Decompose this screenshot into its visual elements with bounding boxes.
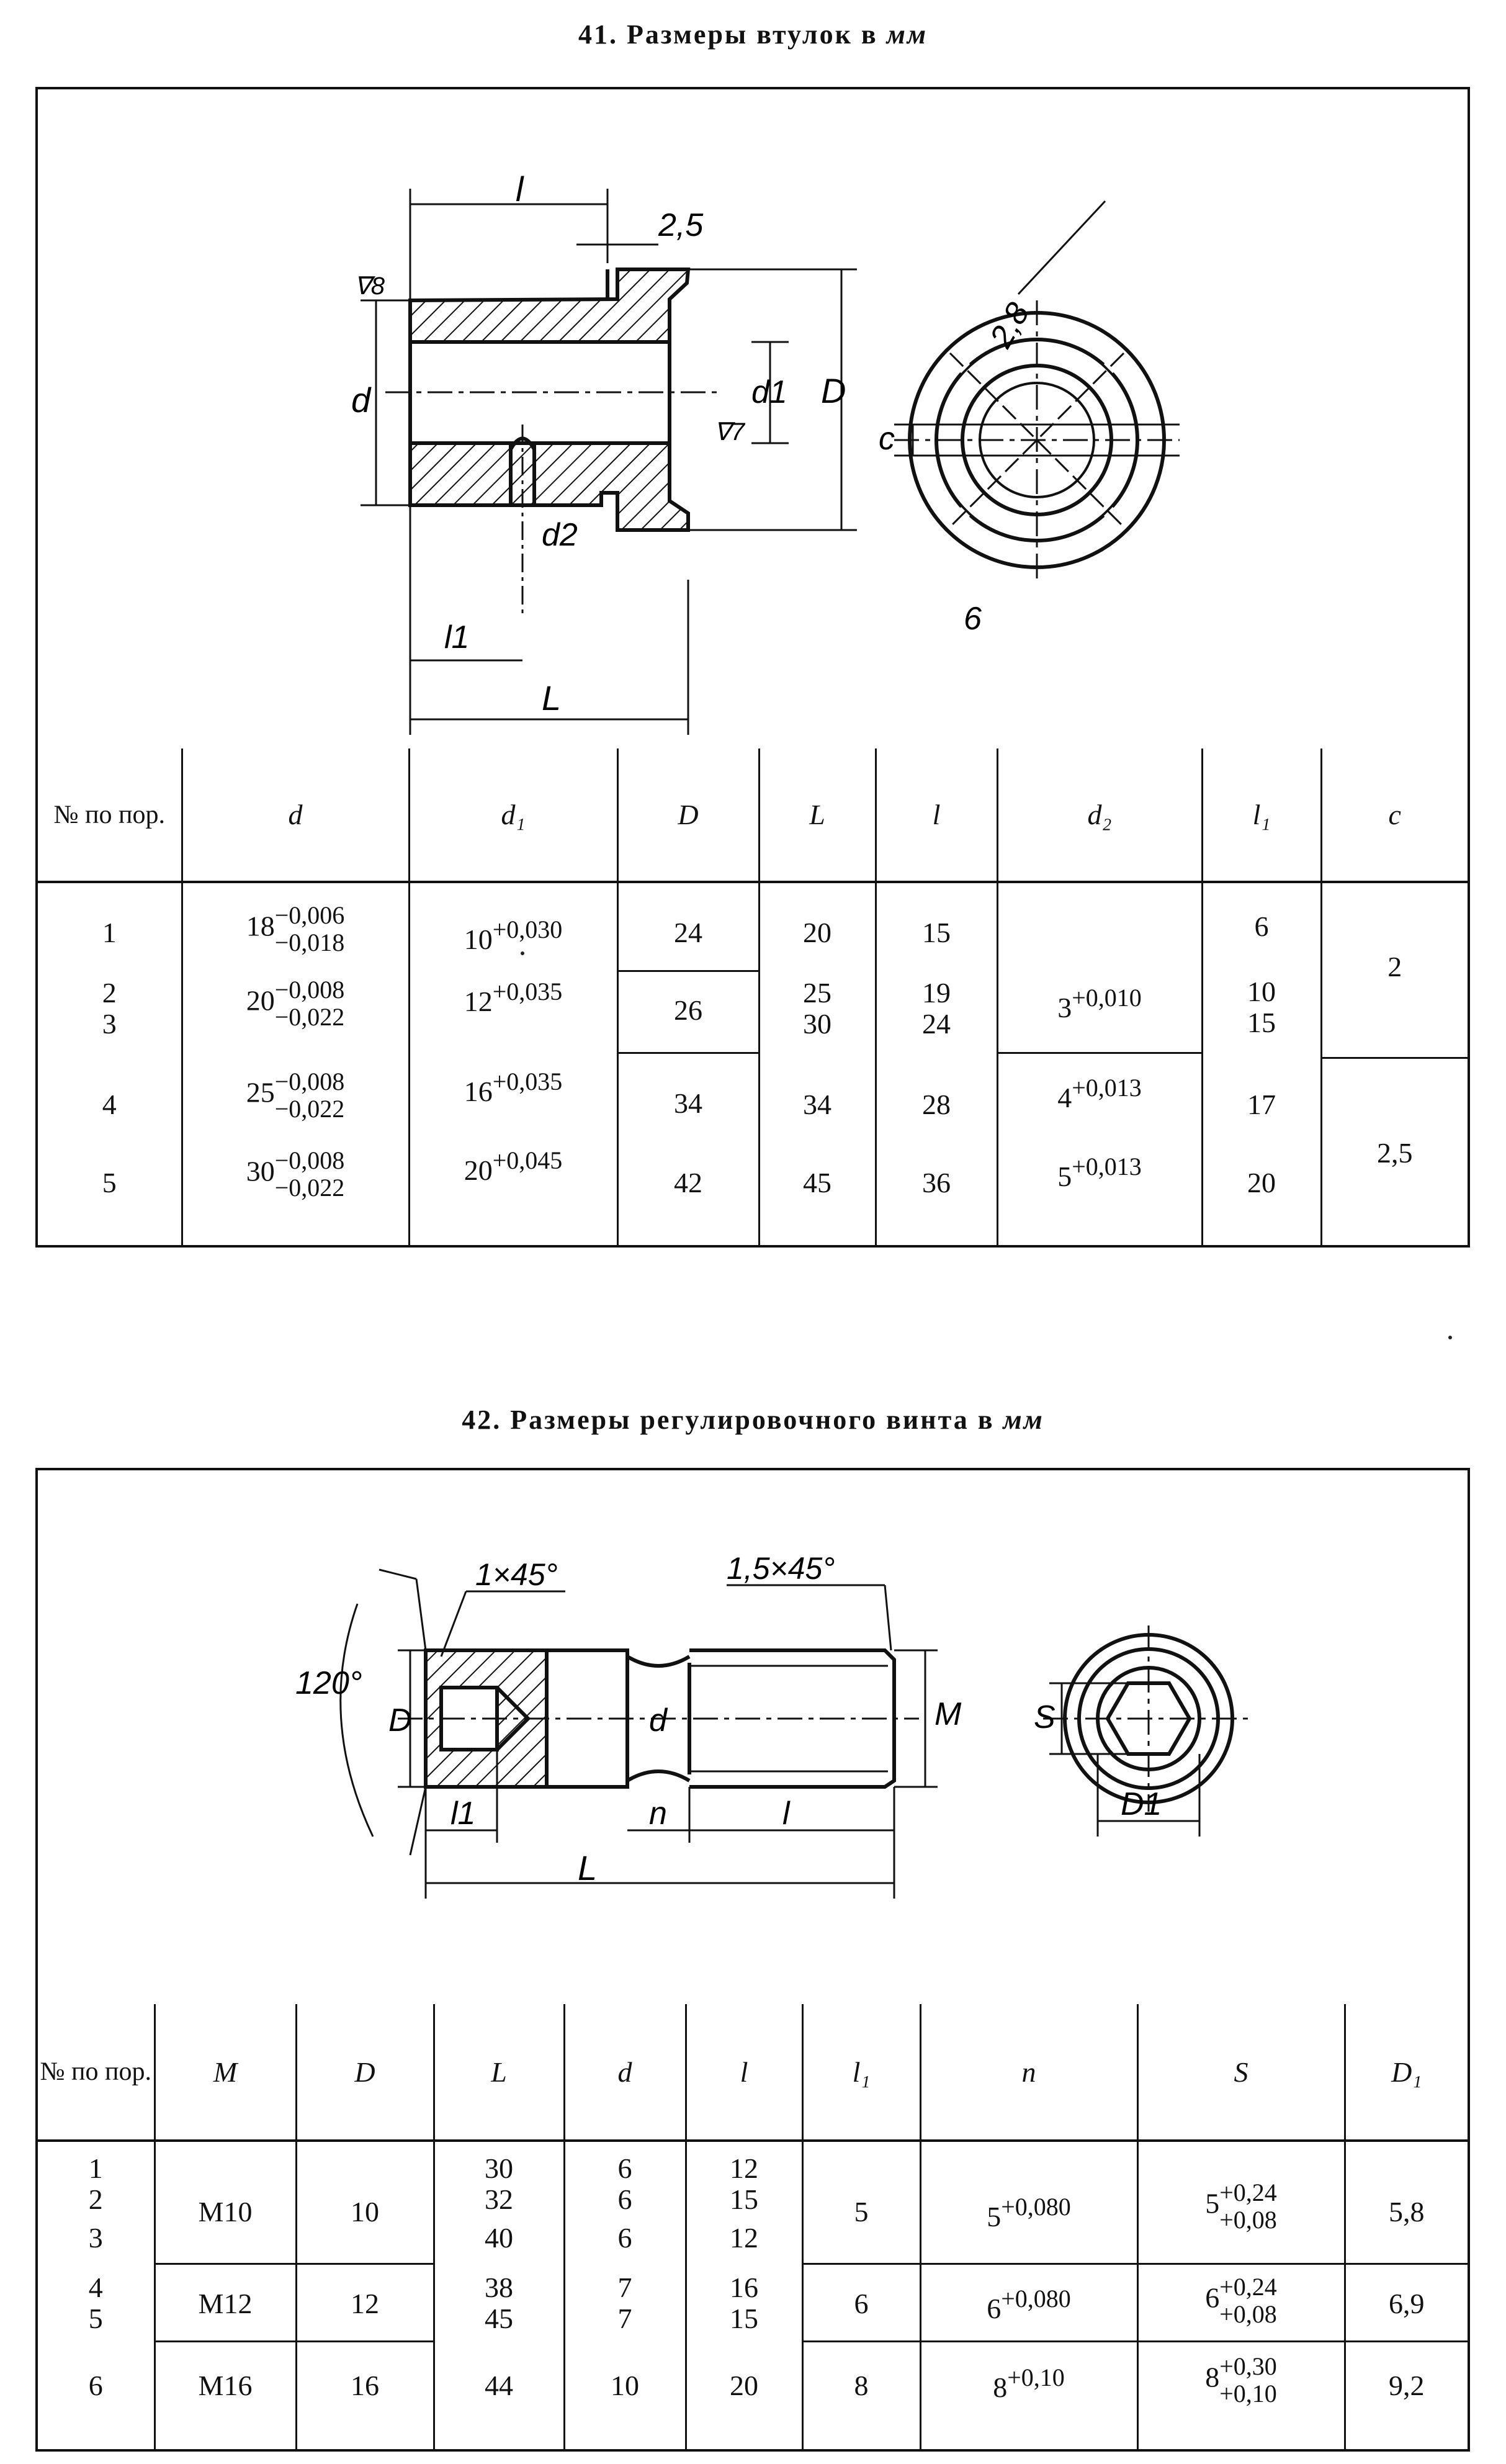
cell-n-1: 5+0,080 — [987, 2193, 1071, 2232]
D-label: D — [821, 371, 846, 410]
D1-label: D1 — [1121, 1786, 1162, 1822]
surf7-label: ∇7 — [714, 418, 746, 446]
table42-title-number: 42. — [462, 1405, 502, 1435]
header42-d: d — [563, 2004, 686, 2142]
header-l: l — [874, 749, 997, 883]
table42-frame: 120° 1×45° 1,5×45° D d M l1 n l L S D1 — [35, 1468, 1470, 2452]
col42-M: M10 M12 M16 — [153, 2141, 296, 2450]
header42-M: M — [153, 2004, 296, 2142]
table42-grid: № по пор. M D L d l l₁ n S D₁ 1 2 3 4 5 … — [38, 2004, 1468, 2450]
c-label: c — [879, 421, 895, 457]
screw-drawing: 120° 1×45° 1,5×45° D d M l1 n l L S D1 — [295, 1551, 1254, 1899]
col-d: 18−0,006−0,018 20−0,008−0,022 25−0,008−0… — [181, 882, 409, 1245]
cell-d1-4: 16+0,035 — [464, 1068, 563, 1107]
col-no: 1 2 3 4 5 — [102, 917, 117, 1198]
header42-n: n — [919, 2004, 1137, 2142]
col42-D: 10 12 16 — [295, 2141, 434, 2450]
bushing-section — [408, 268, 691, 532]
col42-no: 1 2 3 4 5 6 — [88, 2152, 103, 2401]
angle-label: 120° — [295, 1665, 362, 1701]
col-D: 24 26 34 42 — [616, 882, 759, 1245]
col42-l: 12 15 12 16 15 20 — [684, 2141, 802, 2450]
header42-L: L — [433, 2004, 564, 2142]
L-label-42: L — [578, 1848, 597, 1887]
l1-label-42: l1 — [450, 1796, 475, 1832]
cell-d1-1: 10+0,030 — [464, 915, 563, 955]
chamfer1-label: 1×45° — [475, 1557, 558, 1592]
header42-S: S — [1136, 2004, 1345, 2142]
M-label: M — [935, 1696, 962, 1732]
col-d2: 3+0,010 4+0,013 5+0,013 — [996, 882, 1202, 1245]
header-L: L — [758, 749, 876, 883]
col-c: 2 2,5 — [1320, 882, 1468, 1245]
header-no: № по пор. — [38, 749, 182, 883]
L-label: L — [542, 678, 561, 717]
d-label: d — [351, 380, 372, 420]
D-label-42: D — [388, 1702, 412, 1738]
header-c: c — [1320, 749, 1468, 883]
header42-D1: D₁ — [1343, 2004, 1468, 2142]
header42-l: l — [684, 2004, 802, 2142]
slot-width-label: 2,8 — [983, 297, 1037, 354]
l1-label: l1 — [444, 619, 469, 655]
header42-D: D — [295, 2004, 434, 2142]
cell-d2-4: 4+0,013 — [1057, 1074, 1142, 1113]
d-label-42: d — [649, 1702, 668, 1738]
table41-grid: № по пор. d d₁ D L l d₂ l₁ c 1 2 3 4 5 1… — [38, 749, 1468, 1245]
table42-title: 42. Размеры регулировочного винта в мм — [0, 1404, 1506, 1436]
cell-d1-2: 12+0,035 — [464, 978, 563, 1017]
S-label: S — [1034, 1699, 1056, 1735]
table41-title-text: Размеры втулок в — [627, 19, 878, 50]
header-D: D — [616, 749, 759, 883]
header-d1: d₁ — [408, 749, 617, 883]
l-label: l — [516, 169, 524, 209]
n-label: n — [649, 1796, 667, 1832]
cell-S-3: 8+0,30+0,10 — [1205, 2352, 1277, 2408]
b-label: 6 — [964, 601, 982, 637]
cell-n-3: 8+0,10 — [993, 2363, 1065, 2403]
col-L: 20 25 30 34 45 — [758, 882, 876, 1245]
cell-d2-5: 5+0,013 — [1057, 1153, 1142, 1192]
col-l1: 6 10 15 17 20 — [1201, 882, 1321, 1245]
surf8-label: ∇8 — [354, 272, 385, 300]
d2-label: d2 — [542, 517, 578, 553]
table41-title: 41. Размеры втулок в мм — [0, 19, 1506, 50]
header-d2: d₂ — [996, 749, 1202, 883]
cell-d2-123: 3+0,010 — [1057, 984, 1142, 1023]
table42-title-unit: мм — [1003, 1405, 1044, 1435]
cell-d-1: 18−0,006−0,018 — [246, 901, 345, 956]
col-l: 15 19 24 28 36 — [874, 882, 997, 1245]
l-label-42: l — [782, 1796, 791, 1832]
cell-S-2: 6+0,24+0,08 — [1205, 2273, 1277, 2328]
table41-frame: 2,5 l ∇8 ∇7 d d1 D d2 l1 L — [35, 87, 1470, 1248]
cell-S-1: 5+0,24+0,08 — [1205, 2178, 1277, 2234]
col42-L: 30 32 40 38 45 44 — [433, 2141, 564, 2450]
cell-d1-5: 20+0,045 — [464, 1146, 563, 1186]
cell-d-5: 30−0,008−0,022 — [246, 1146, 345, 1202]
header-l1: l₁ — [1201, 749, 1321, 883]
col42-n: 5+0,080 6+0,080 8+0,10 — [919, 2141, 1137, 2450]
cell-d-2: 20−0,008−0,022 — [246, 976, 345, 1031]
header-d: d — [181, 749, 409, 883]
header42-l1: l₁ — [801, 2004, 920, 2142]
col42-d: 6 6 6 7 7 10 — [563, 2141, 686, 2450]
table42-title-text: Размеры регулировочного винта в — [510, 1405, 995, 1435]
table41-title-number: 41. — [578, 19, 619, 50]
cell-d-4: 25−0,008−0,022 — [246, 1068, 345, 1123]
d1-label: d1 — [751, 374, 787, 410]
chamfer2-label: 1,5×45° — [727, 1551, 835, 1586]
groove-label: 2,5 — [658, 207, 704, 243]
col42-l1: 5 6 8 — [801, 2141, 920, 2450]
table41-title-unit: мм — [886, 19, 928, 50]
cell-n-2: 6+0,080 — [987, 2285, 1071, 2324]
col42-S: 5+0,24+0,08 6+0,24+0,08 8+0,30+0,10 — [1136, 2141, 1345, 2450]
header42-no: № по пор. — [38, 2004, 155, 2142]
col-d1: 10+0,030 12+0,035 16+0,035 20+0,045 — [408, 882, 617, 1245]
col42-D1: 5,8 6,9 9,2 — [1343, 2141, 1468, 2450]
bushing-drawing: 2,5 l ∇8 ∇7 d d1 D d2 l1 L — [351, 169, 1180, 735]
